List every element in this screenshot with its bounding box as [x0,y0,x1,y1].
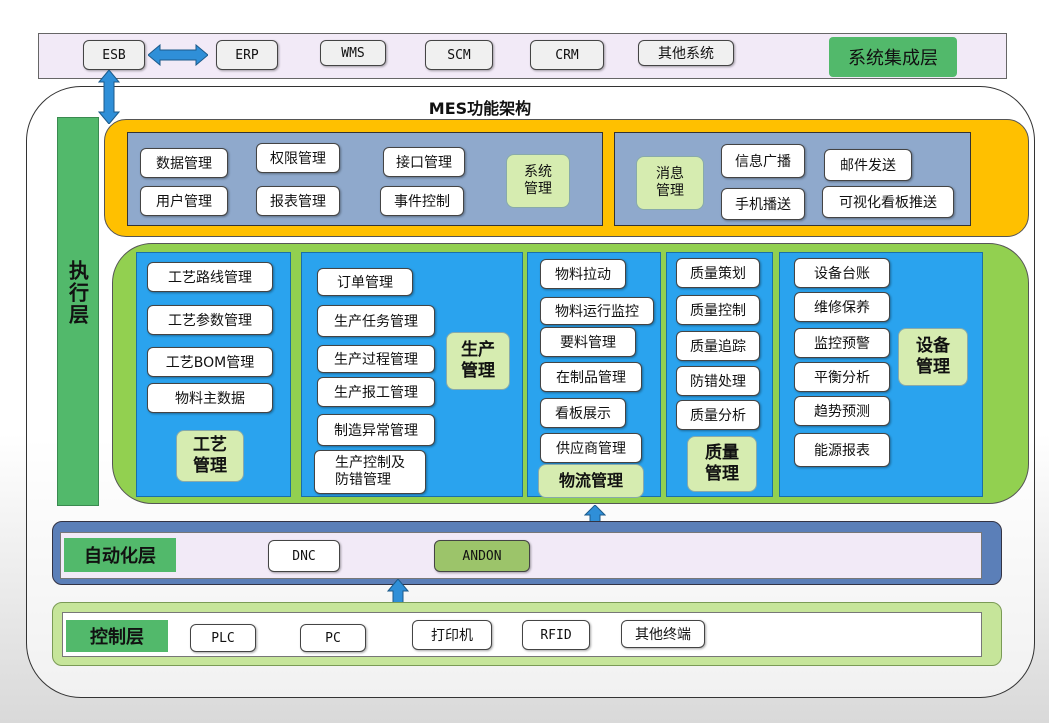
material-master-button[interactable]: 物料主数据 [147,383,273,413]
material-monitor-button[interactable]: 物料运行监控 [540,297,654,325]
wms-box[interactable]: WMS [320,40,386,66]
permission-management-button[interactable]: 权限管理 [256,143,340,173]
equipment-management-label: 设备 管理 [898,328,968,386]
user-management-button[interactable]: 用户管理 [140,186,228,216]
erp-box[interactable]: ERP [216,40,278,70]
other-terminals-box[interactable]: 其他终端 [621,620,705,648]
equipment-ledger-button[interactable]: 设备台账 [794,258,890,288]
rfid-box[interactable]: RFID [522,620,590,650]
control-layer-label: 控制层 [66,620,168,652]
esb-box[interactable]: ESB [83,40,145,70]
plc-box[interactable]: PLC [190,624,256,652]
dashboard-push-button[interactable]: 可视化看板推送 [822,186,954,218]
quality-analysis-button[interactable]: 质量分析 [676,400,760,430]
maintenance-button[interactable]: 维修保养 [794,292,890,322]
automation-layer-label: 自动化层 [64,538,176,572]
wip-management-button[interactable]: 在制品管理 [540,362,642,392]
email-button[interactable]: 邮件发送 [824,149,912,181]
broadcast-button[interactable]: 信息广播 [721,144,805,178]
other-systems-box[interactable]: 其他系统 [638,40,734,66]
craft-management-label: 工艺 管理 [176,430,244,482]
printer-box[interactable]: 打印机 [412,620,492,650]
monitoring-alert-button[interactable]: 监控预警 [794,328,890,358]
scm-box[interactable]: SCM [425,40,493,70]
production-report-button[interactable]: 生产报工管理 [317,377,435,407]
system-management-label: 系统 管理 [506,154,570,208]
error-prevention-button[interactable]: 防错处理 [676,366,760,396]
supplier-management-button[interactable]: 供应商管理 [540,433,642,463]
craft-param-button[interactable]: 工艺参数管理 [147,305,273,335]
material-pull-button[interactable]: 物料拉动 [540,259,626,289]
logistics-management-label: 物流管理 [538,464,644,498]
mes-title: MES功能架构 [428,99,532,118]
production-control-button[interactable]: 生产控制及 防错管理 [314,450,426,494]
order-management-button[interactable]: 订单管理 [317,268,413,296]
production-process-button[interactable]: 生产过程管理 [317,345,435,373]
report-management-button[interactable]: 报表管理 [256,186,340,216]
dnc-box[interactable]: DNC [268,540,340,572]
exec-layer-label: 执行层 [57,117,99,506]
quality-control-button[interactable]: 质量控制 [676,295,760,325]
event-control-button[interactable]: 事件控制 [380,186,464,216]
double-arrow-icon [98,70,120,124]
balance-analysis-button[interactable]: 平衡分析 [794,362,890,392]
double-arrow-icon [148,44,208,66]
pc-box[interactable]: PC [300,624,366,652]
message-management-label: 消息 管理 [636,156,704,210]
quality-management-label: 质量 管理 [687,436,757,492]
kanban-display-button[interactable]: 看板展示 [540,398,626,428]
manufacturing-exception-button[interactable]: 制造异常管理 [317,414,435,446]
andon-box[interactable]: ANDON [434,540,530,572]
data-management-button[interactable]: 数据管理 [140,148,228,178]
quality-planning-button[interactable]: 质量策划 [676,258,760,288]
trend-forecast-button[interactable]: 趋势预测 [794,396,890,426]
integration-layer-label: 系统集成层 [829,37,957,77]
mobile-push-button[interactable]: 手机播送 [721,188,805,220]
material-request-button[interactable]: 要料管理 [540,327,636,357]
production-task-button[interactable]: 生产任务管理 [317,305,435,337]
craft-bom-button[interactable]: 工艺BOM管理 [147,347,273,377]
interface-management-button[interactable]: 接口管理 [383,147,465,177]
craft-route-button[interactable]: 工艺路线管理 [147,262,273,292]
quality-tracking-button[interactable]: 质量追踪 [676,331,760,361]
production-management-label: 生产 管理 [446,332,510,390]
energy-report-button[interactable]: 能源报表 [794,433,890,467]
crm-box[interactable]: CRM [530,40,604,70]
